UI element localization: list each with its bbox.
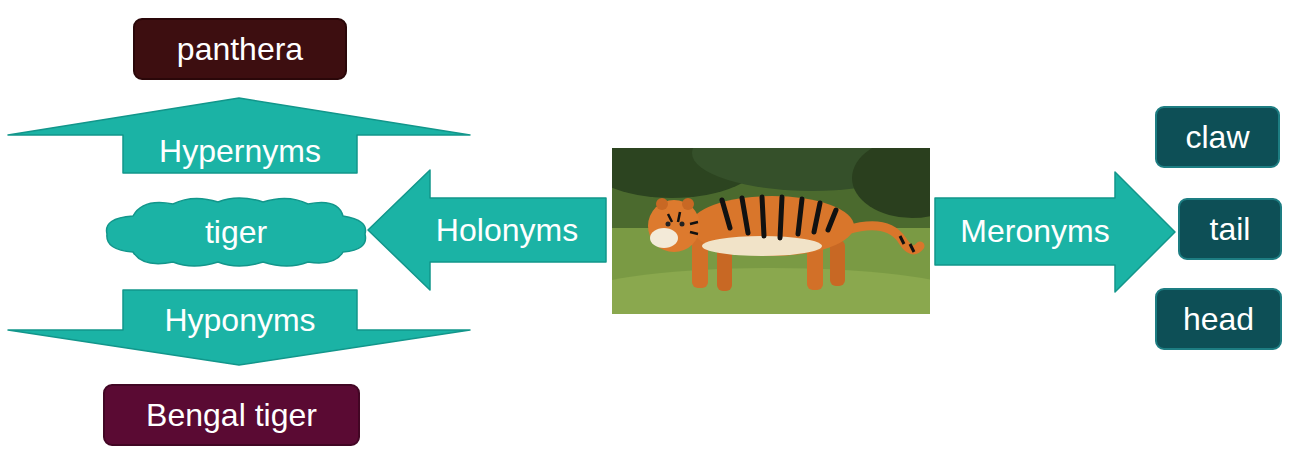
- node-label: panthera: [177, 31, 303, 68]
- hypernym-box: panthera: [133, 18, 347, 80]
- text-area: tiger: [123, 204, 349, 260]
- text-area: Hyponyms: [123, 298, 357, 342]
- text-area: panthera: [135, 20, 345, 78]
- tiger-ear: [682, 198, 694, 210]
- meronym-box: head: [1155, 288, 1282, 350]
- text-area: Hypernyms: [123, 130, 357, 173]
- text-area: tail: [1180, 200, 1280, 258]
- node-label: Holonyms: [436, 212, 578, 249]
- hypernym-arrow: Hypernyms: [8, 98, 470, 173]
- node-label: Hypernyms: [159, 133, 321, 170]
- meronym-box: tail: [1178, 198, 1282, 260]
- node-label: Meronyms: [960, 213, 1109, 250]
- tiger-muzzle: [650, 228, 678, 248]
- text-area: Holonyms: [408, 198, 606, 262]
- meronym-arrow: Meronyms: [935, 172, 1175, 292]
- meronym-arrow-shape: [935, 172, 1175, 292]
- hypernym-arrow-shape: [8, 98, 470, 173]
- tail-stripes: [900, 236, 914, 252]
- node-label: claw: [1185, 119, 1249, 156]
- face-stripes: [668, 212, 698, 234]
- node-label: tiger: [205, 214, 267, 251]
- holonym-arrow-shape: [368, 170, 606, 290]
- text-area: Meronyms: [935, 198, 1135, 265]
- tiger-ear: [656, 198, 668, 210]
- tiger-leg: [830, 240, 845, 286]
- text-area: head: [1157, 290, 1280, 348]
- node-label: Hyponyms: [164, 302, 315, 339]
- tiger-body: [690, 196, 854, 256]
- tiger-photo: [612, 148, 930, 314]
- hyponym-box: Bengal tiger: [103, 384, 360, 446]
- concept-cloud-shape: [107, 198, 366, 266]
- holonym-arrow: Holonyms: [368, 170, 606, 290]
- node-label: tail: [1210, 211, 1251, 248]
- node-label: Bengal tiger: [146, 397, 317, 434]
- node-label: head: [1183, 301, 1254, 338]
- tiger-tail: [847, 226, 920, 250]
- text-area: claw: [1157, 108, 1278, 166]
- hyponym-arrow-shape: [8, 290, 470, 365]
- tiger-belly: [702, 236, 822, 256]
- meronym-box: claw: [1155, 106, 1280, 168]
- text-area: Bengal tiger: [105, 386, 358, 444]
- grass: [612, 268, 930, 314]
- concept-cloud: tiger: [103, 196, 369, 268]
- tiger-eye: [680, 222, 685, 227]
- tiger-stripes: [722, 197, 836, 238]
- hyponym-arrow: Hyponyms: [8, 290, 470, 365]
- tiger-eye: [666, 222, 671, 227]
- foliage: [852, 148, 930, 218]
